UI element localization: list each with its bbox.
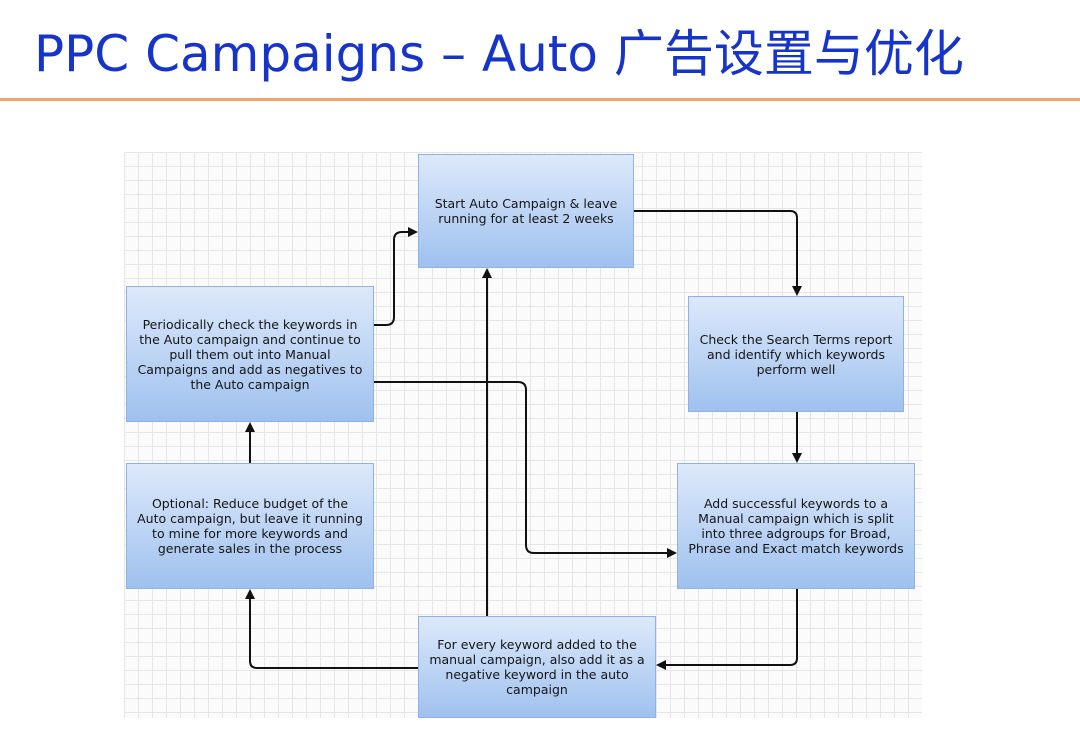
node-add-negative-keyword-label: For every keyword added to the manual ca… <box>429 637 645 697</box>
node-optional-reduce-budget: Optional: Reduce budget of the Auto camp… <box>126 463 374 589</box>
node-add-negative-keyword: For every keyword added to the manual ca… <box>418 616 656 718</box>
node-optional-reduce-budget-label: Optional: Reduce budget of the Auto camp… <box>137 496 363 556</box>
page-title: PPC Campaigns – Auto 广告设置与优化 <box>34 25 964 83</box>
node-check-search-terms: Check the Search Terms report and identi… <box>688 296 904 412</box>
node-add-keywords-manual-label: Add successful keywords to a Manual camp… <box>688 496 904 556</box>
node-add-keywords-manual: Add successful keywords to a Manual camp… <box>677 463 915 589</box>
node-start-auto-campaign: Start Auto Campaign & leave running for … <box>418 154 634 268</box>
title-divider <box>0 98 1080 101</box>
node-check-search-terms-label: Check the Search Terms report and identi… <box>699 331 893 377</box>
node-periodic-check: Periodically check the keywords in the A… <box>126 286 374 422</box>
node-start-auto-campaign-label: Start Auto Campaign & leave running for … <box>434 196 618 226</box>
node-periodic-check-label: Periodically check the keywords in the A… <box>137 316 363 392</box>
